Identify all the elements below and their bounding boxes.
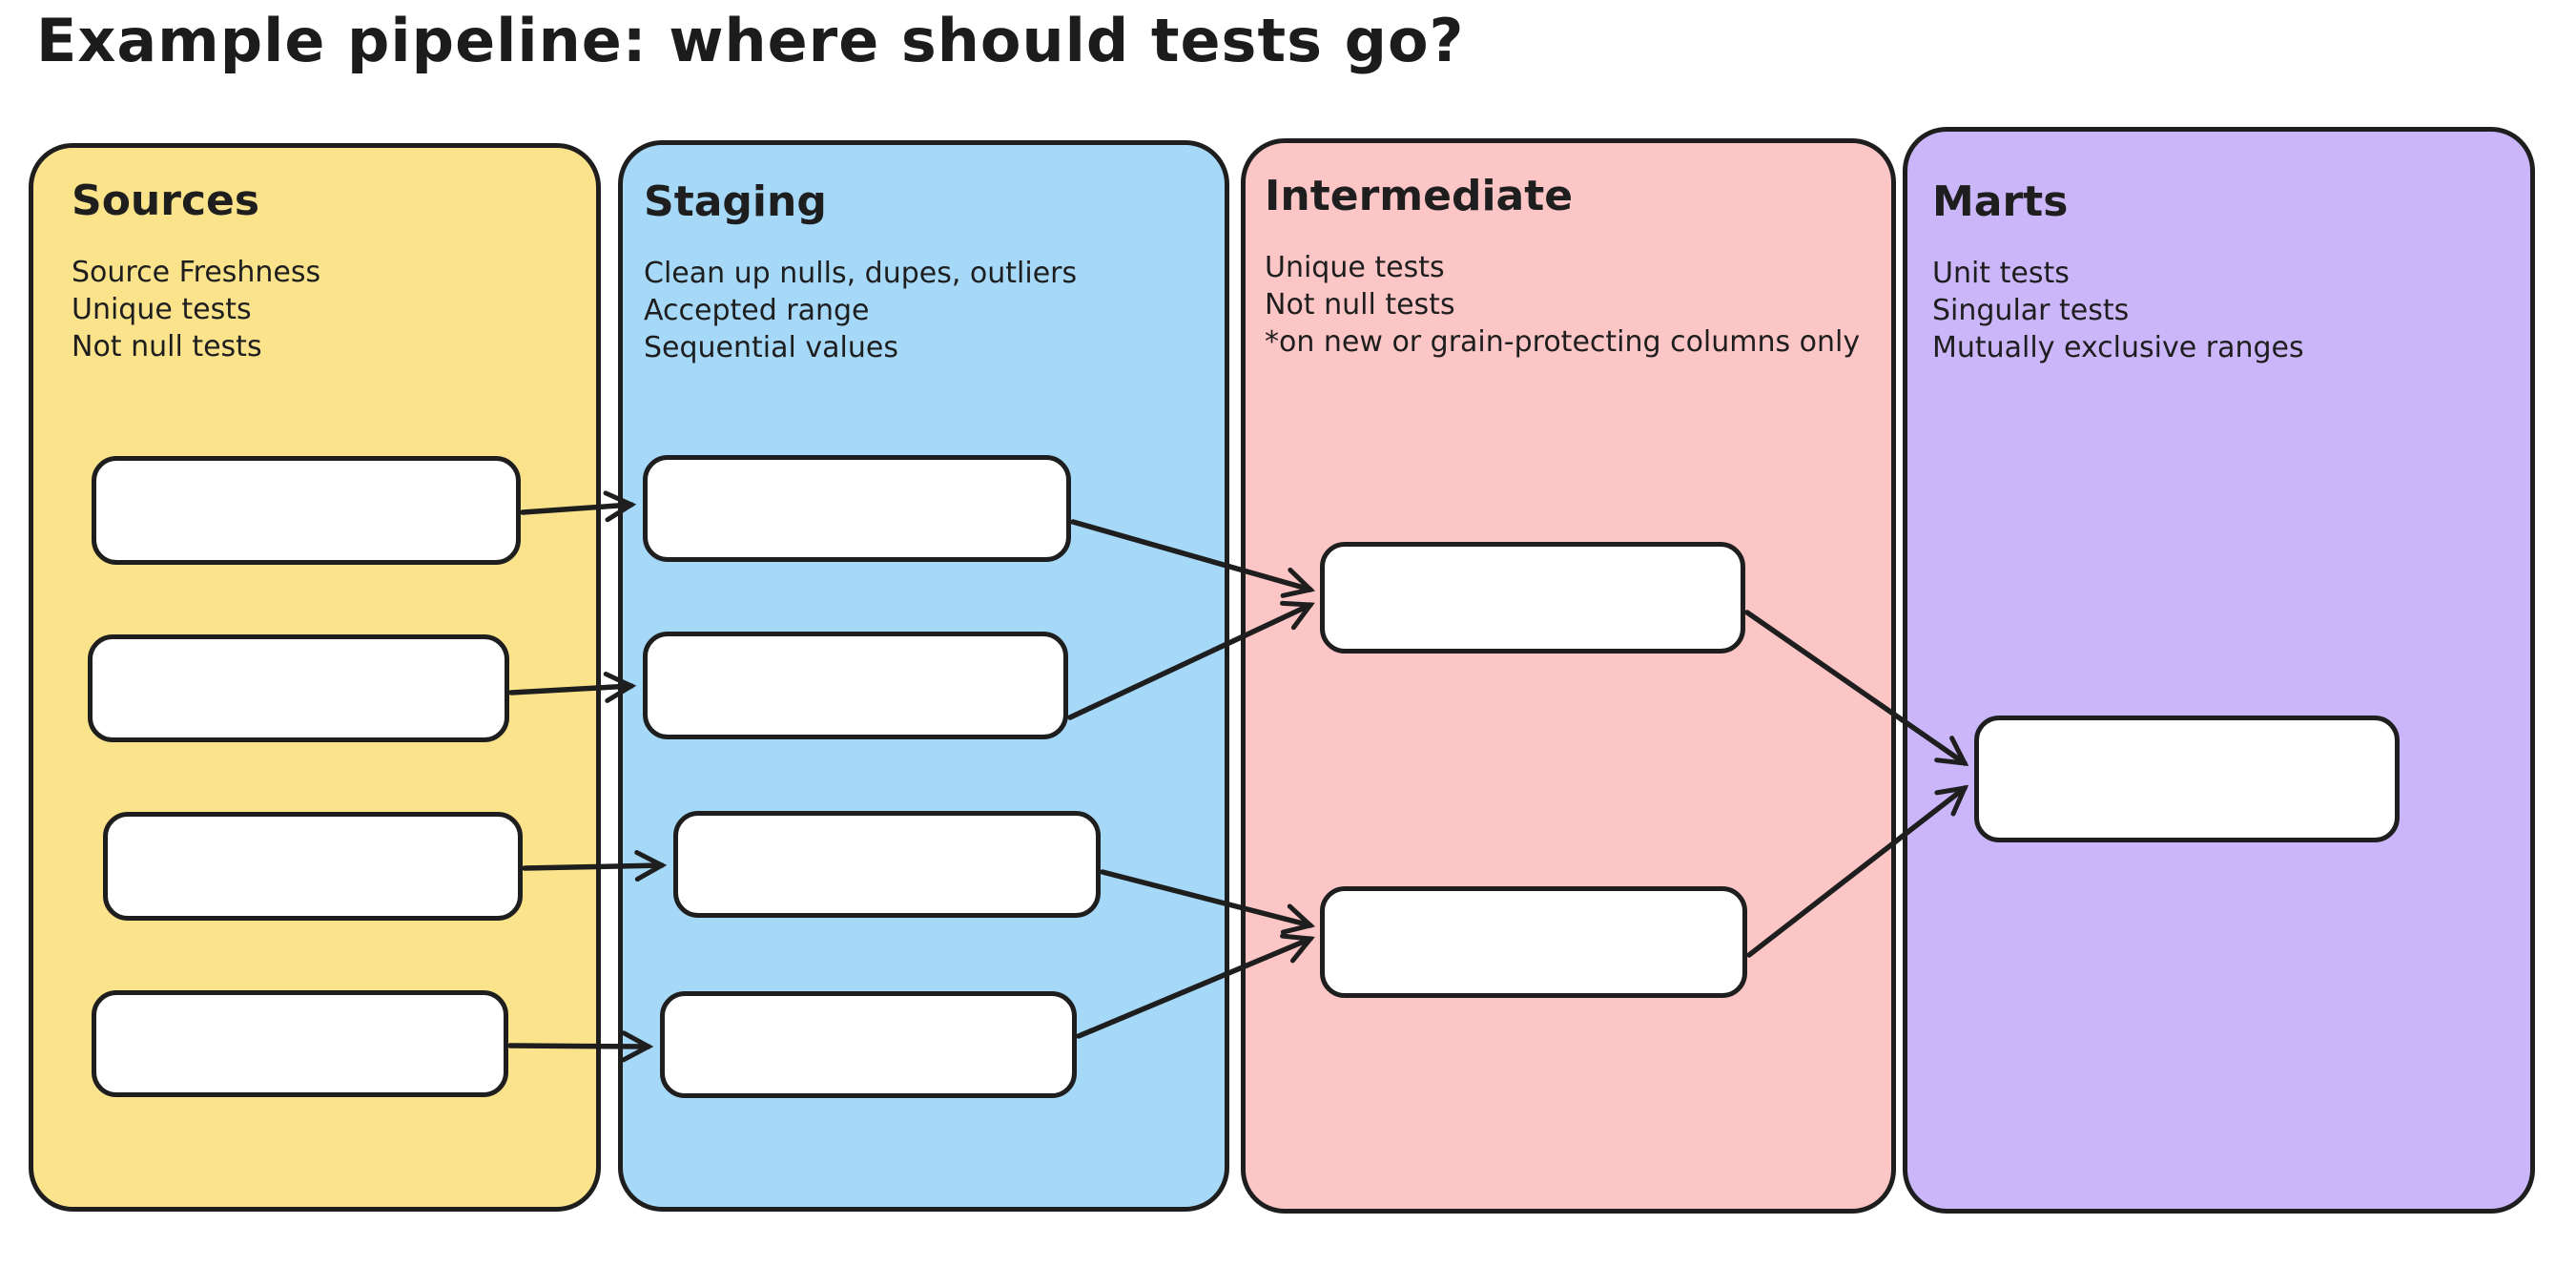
sources-node-1 [92, 456, 521, 565]
test-item: Sequential values [644, 331, 898, 364]
test-item: Mutually exclusive ranges [1932, 331, 2304, 364]
intermediate-node-2 [1320, 886, 1747, 998]
panel-sources-content: Sources Source Freshness Unique tests No… [33, 148, 596, 365]
sources-node-4 [92, 990, 508, 1097]
test-item: *on new or grain-protecting columns only [1265, 325, 1861, 359]
panel-intermediate: Intermediate Unique tests Not null tests… [1241, 138, 1896, 1214]
panel-intermediate-title: Intermediate [1265, 172, 1574, 220]
panel-marts-title: Marts [1932, 177, 2069, 226]
test-item: Unique tests [72, 293, 252, 326]
panel-intermediate-content: Intermediate Unique tests Not null tests… [1246, 143, 1891, 361]
test-item: Source Freshness [72, 256, 321, 289]
staging-node-4 [660, 991, 1077, 1098]
staging-node-1 [643, 455, 1071, 562]
panel-staging-title: Staging [644, 177, 827, 226]
test-item: Singular tests [1932, 294, 2130, 327]
staging-node-2 [643, 632, 1068, 739]
test-item: Unique tests [1265, 251, 1445, 284]
test-item: Clean up nulls, dupes, outliers [644, 257, 1078, 290]
marts-node-1 [1974, 716, 2400, 842]
test-item: Not null tests [1265, 288, 1455, 322]
panel-marts-tests: Unit tests Singular tests Mutually exclu… [1932, 255, 2511, 366]
sources-node-2 [88, 634, 509, 742]
panel-staging-content: Staging Clean up nulls, dupes, outliers … [623, 145, 1225, 366]
panel-sources-title: Sources [72, 176, 260, 225]
staging-node-3 [673, 811, 1101, 918]
panel-intermediate-tests: Unique tests Not null tests *on new or g… [1265, 249, 1878, 361]
panel-marts-content: Marts Unit tests Singular tests Mutually… [1907, 132, 2530, 366]
panel-staging-tests: Clean up nulls, dupes, outliers Accepted… [644, 255, 1206, 366]
diagram-title: Example pipeline: where should tests go? [36, 6, 1465, 75]
test-item: Not null tests [72, 330, 262, 363]
test-item: Unit tests [1932, 257, 2070, 290]
sources-node-3 [103, 812, 523, 921]
test-item: Accepted range [644, 294, 870, 327]
panel-sources-tests: Source Freshness Unique tests Not null t… [72, 254, 577, 365]
panel-marts: Marts Unit tests Singular tests Mutually… [1903, 127, 2535, 1214]
intermediate-node-1 [1320, 542, 1745, 654]
